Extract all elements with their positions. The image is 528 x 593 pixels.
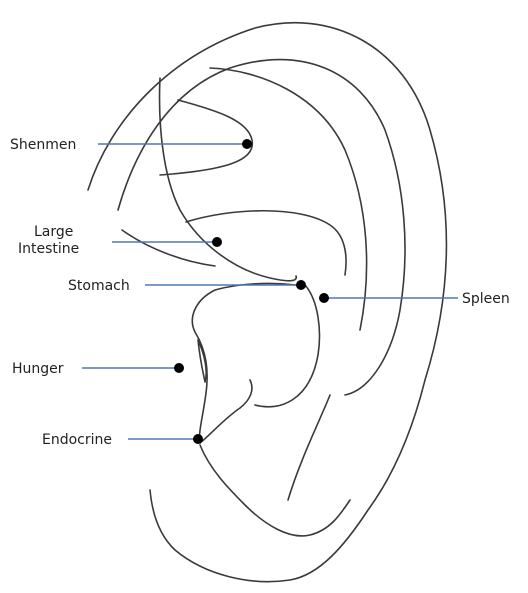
stomach-point (296, 280, 306, 290)
ear-antihelix (210, 68, 367, 330)
labels: Shenmen Large Intestine Stomach Spleen H… (10, 137, 510, 448)
spleen-point (319, 293, 329, 303)
leader-lines (82, 144, 458, 439)
ear-cavum-concha (255, 285, 319, 407)
large-intestine-label-line2: Intestine (18, 241, 79, 257)
ear-inner-helix (118, 60, 405, 395)
shenmen-point (242, 139, 252, 149)
ear-antitragus (200, 380, 252, 443)
large-intestine-label-line1: Large (34, 224, 73, 240)
endocrine-label: Endocrine (42, 432, 112, 448)
acupoints (174, 139, 329, 444)
shenmen-label: Shenmen (10, 137, 76, 153)
ear-drawing (88, 23, 446, 582)
endocrine-point (193, 434, 203, 444)
stomach-label: Stomach (68, 278, 130, 294)
hunger-label: Hunger (12, 361, 64, 377)
ear-triangular-fossa (160, 100, 252, 175)
ear-concha-line (122, 230, 215, 266)
spleen-label: Spleen (462, 291, 510, 307)
ear-lower-helix (288, 395, 330, 500)
hunger-point (174, 363, 184, 373)
ear-outer-helix (88, 23, 446, 582)
ear-tragus (192, 283, 296, 443)
large-intestine-point (212, 237, 222, 247)
ear-lobe (200, 445, 350, 536)
ear-superior-crus (160, 78, 297, 281)
